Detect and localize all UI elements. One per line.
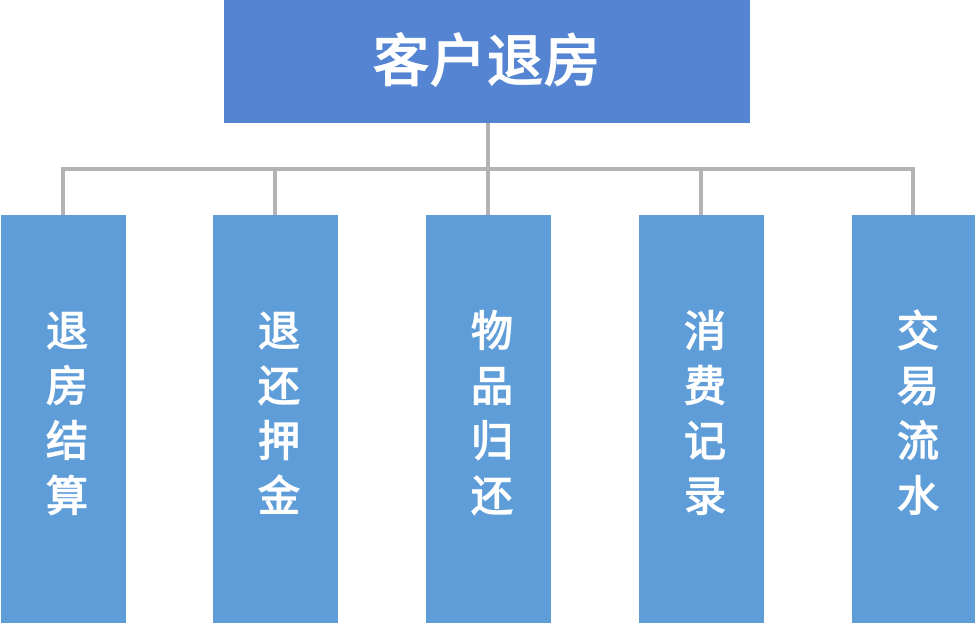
root-node-label: 客户退房 <box>373 29 601 93</box>
child-node-return-deposit: 退还押金 <box>213 215 338 623</box>
child-node-label: 退房结算 <box>40 309 88 529</box>
child-node-label: 消费记录 <box>678 309 726 529</box>
child-node-checkout-settlement: 退房结算 <box>1 215 126 623</box>
child-node-label: 物品归还 <box>465 309 513 529</box>
root-node-customer-checkout: 客户退房 <box>224 0 750 123</box>
connector-stub-4 <box>699 167 703 215</box>
child-node-label: 交易流水 <box>891 309 939 529</box>
connector-trunk-line <box>486 123 490 171</box>
child-node-transaction-flow: 交易流水 <box>852 215 975 623</box>
child-node-label: 退还押金 <box>252 309 300 529</box>
connector-stub-2 <box>273 167 277 215</box>
child-node-consumption-records: 消费记录 <box>639 215 764 623</box>
connector-stub-3 <box>486 167 490 215</box>
connector-stub-5 <box>911 167 915 215</box>
child-node-item-return: 物品归还 <box>426 215 551 623</box>
connector-stub-1 <box>61 167 65 215</box>
